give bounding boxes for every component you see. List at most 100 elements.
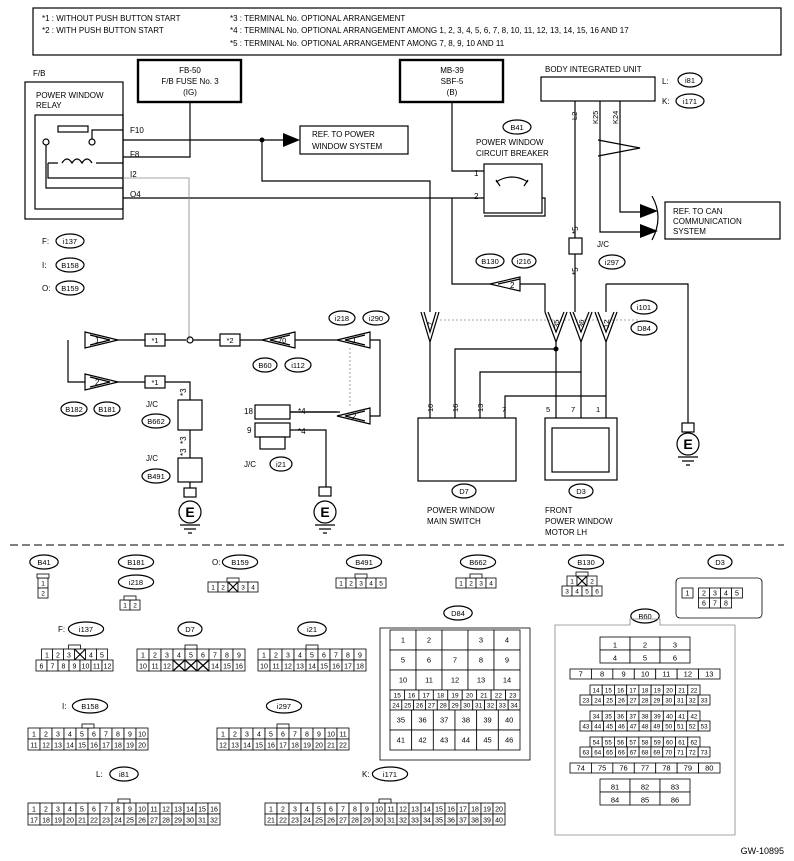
svg-text:J/C: J/C xyxy=(146,454,158,463)
i81-pin-5: 5 xyxy=(80,807,84,814)
b60-pin-85: 85 xyxy=(641,796,649,805)
i297-pin-5: 5 xyxy=(269,732,273,739)
d84-pin-cell xyxy=(497,729,521,751)
i81-pin-18: 18 xyxy=(42,818,50,825)
b60-pin-12: 12 xyxy=(684,670,692,679)
svg-text:7: 7 xyxy=(426,322,435,326)
b60-pin-13: 13 xyxy=(705,670,713,679)
i171-pin-24: 24 xyxy=(303,818,311,825)
i171-pin-39: 39 xyxy=(483,818,491,825)
d3-pin-cell xyxy=(681,587,694,599)
power-window-main-switch: 10 16 13 7 D7 POWER WINDOW MAIN SWITCH xyxy=(417,404,517,526)
i21-title-oval xyxy=(297,621,327,637)
b60-pin-68: 68 xyxy=(642,750,649,757)
d84-pin-6: 6 xyxy=(427,656,431,665)
b60-pin-16: 16 xyxy=(617,688,624,695)
i21-pin-6: 6 xyxy=(322,653,326,660)
b41-lock xyxy=(36,573,50,579)
i81-pin-12: 12 xyxy=(162,807,170,814)
b159-pin-3: 3 xyxy=(241,585,245,592)
ground-right: E xyxy=(676,422,700,466)
i171-pin-37: 37 xyxy=(459,818,467,825)
b41-pin-cell xyxy=(37,587,49,599)
i171-pin-34: 34 xyxy=(423,818,431,825)
i171-pin-9: 9 xyxy=(365,807,369,814)
i137-pin-9: 9 xyxy=(73,664,77,671)
circuit-breaker: B41 POWER WINDOW CIRCUIT BREAKER 1 2 xyxy=(474,119,549,214)
i171-pin-33: 33 xyxy=(411,818,419,825)
b60-pin-73: 73 xyxy=(701,750,708,757)
b158-pin-11: 11 xyxy=(30,743,37,750)
i81-pin-1: 1 xyxy=(32,807,36,814)
d84-title: D84 xyxy=(451,609,465,618)
i81-pin-29: 29 xyxy=(174,818,182,825)
svg-text:*2: *2 xyxy=(226,336,233,345)
b491-pin-2: 2 xyxy=(349,581,353,588)
svg-text:(IG): (IG) xyxy=(183,88,197,97)
b60-pin-54: 54 xyxy=(593,740,600,747)
b181-lock xyxy=(123,595,137,601)
d7-pin-15: 15 xyxy=(223,664,231,671)
i171-pin-8: 8 xyxy=(353,807,357,814)
b60-pin-30: 30 xyxy=(665,698,672,705)
d84-pin-3: 3 xyxy=(479,636,483,645)
b181-title: B181 xyxy=(127,558,145,567)
i171-pin-27: 27 xyxy=(339,818,347,825)
b60-pin-66: 66 xyxy=(618,750,625,757)
i297-pin-21: 21 xyxy=(327,743,335,750)
svg-text:POWER WINDOW: POWER WINDOW xyxy=(427,506,495,515)
b158-lock xyxy=(81,723,95,729)
b491-lock xyxy=(354,573,368,579)
d84-pin-43: 43 xyxy=(440,736,448,745)
b491-title: B491 xyxy=(355,558,373,567)
d3-pin-7: 7 xyxy=(713,601,717,608)
b491-pin-cell xyxy=(375,577,387,589)
b60-pin-14: 14 xyxy=(593,688,600,695)
svg-text:K25: K25 xyxy=(591,111,600,124)
b181-2-title-oval xyxy=(117,574,155,590)
svg-text:2: 2 xyxy=(352,412,357,421)
ref-can-communication[interactable]: REF. TO CAN COMMUNICATION SYSTEM xyxy=(640,195,781,241)
i171-pin-3: 3 xyxy=(293,807,297,814)
d3-pin-8: 8 xyxy=(724,601,728,608)
d84-pin-23: 23 xyxy=(509,693,517,700)
b159-blank-cross xyxy=(227,581,239,593)
i81-pin-11: 11 xyxy=(150,807,157,814)
svg-text:SBF-5: SBF-5 xyxy=(441,77,464,86)
d84-pin-18: 18 xyxy=(437,693,445,700)
i171-pin-30: 30 xyxy=(375,818,383,825)
pin-i2: I2 xyxy=(130,170,137,179)
b60-pin-61: 61 xyxy=(678,740,685,747)
svg-text:1: 1 xyxy=(596,405,600,414)
i171-pin-22: 22 xyxy=(279,818,287,825)
ref-power-window[interactable]: REF. TO POWER WINDOW SYSTEM xyxy=(283,125,409,155)
b60-pin-56: 56 xyxy=(617,740,624,747)
svg-text:F/B FUSE No. 3: F/B FUSE No. 3 xyxy=(161,77,219,86)
d84-pin-17: 17 xyxy=(422,693,430,700)
d84-pin-14: 14 xyxy=(503,676,511,685)
d84-pin-16: 16 xyxy=(408,693,416,700)
i21-pin-2: 2 xyxy=(274,653,278,660)
b60-pin-9: 9 xyxy=(621,670,625,679)
b662-title: B662 xyxy=(469,558,487,567)
b60-title: B60 xyxy=(638,612,651,621)
svg-text:B662: B662 xyxy=(147,417,165,426)
b60-pin-31: 31 xyxy=(677,698,684,705)
legend-4: *4 : TERMINAL No. OPTIONAL ARRANGEMENT A… xyxy=(230,26,629,35)
d3-pin-5: 5 xyxy=(735,591,739,598)
b60-pin-5: 5 xyxy=(643,654,647,663)
svg-text:70: 70 xyxy=(278,336,286,345)
relay-label-1: POWER WINDOW xyxy=(36,91,104,100)
d84-pin-42: 42 xyxy=(418,736,426,745)
b159-prefix: O: xyxy=(212,558,220,567)
ground-mid: E xyxy=(313,486,337,534)
b60-pin-6: 6 xyxy=(673,654,677,663)
i137-pin-8: 8 xyxy=(62,664,66,671)
jc-b662: *3 J/C B662 xyxy=(141,388,203,431)
conn-b159: B159 xyxy=(61,284,79,293)
b158-pin-7: 7 xyxy=(104,732,108,739)
d84-pin-cell xyxy=(441,629,469,651)
b60-pin-42: 42 xyxy=(690,714,697,721)
b60-pin-23: 23 xyxy=(582,698,589,705)
b60-pin-76: 76 xyxy=(619,764,627,773)
